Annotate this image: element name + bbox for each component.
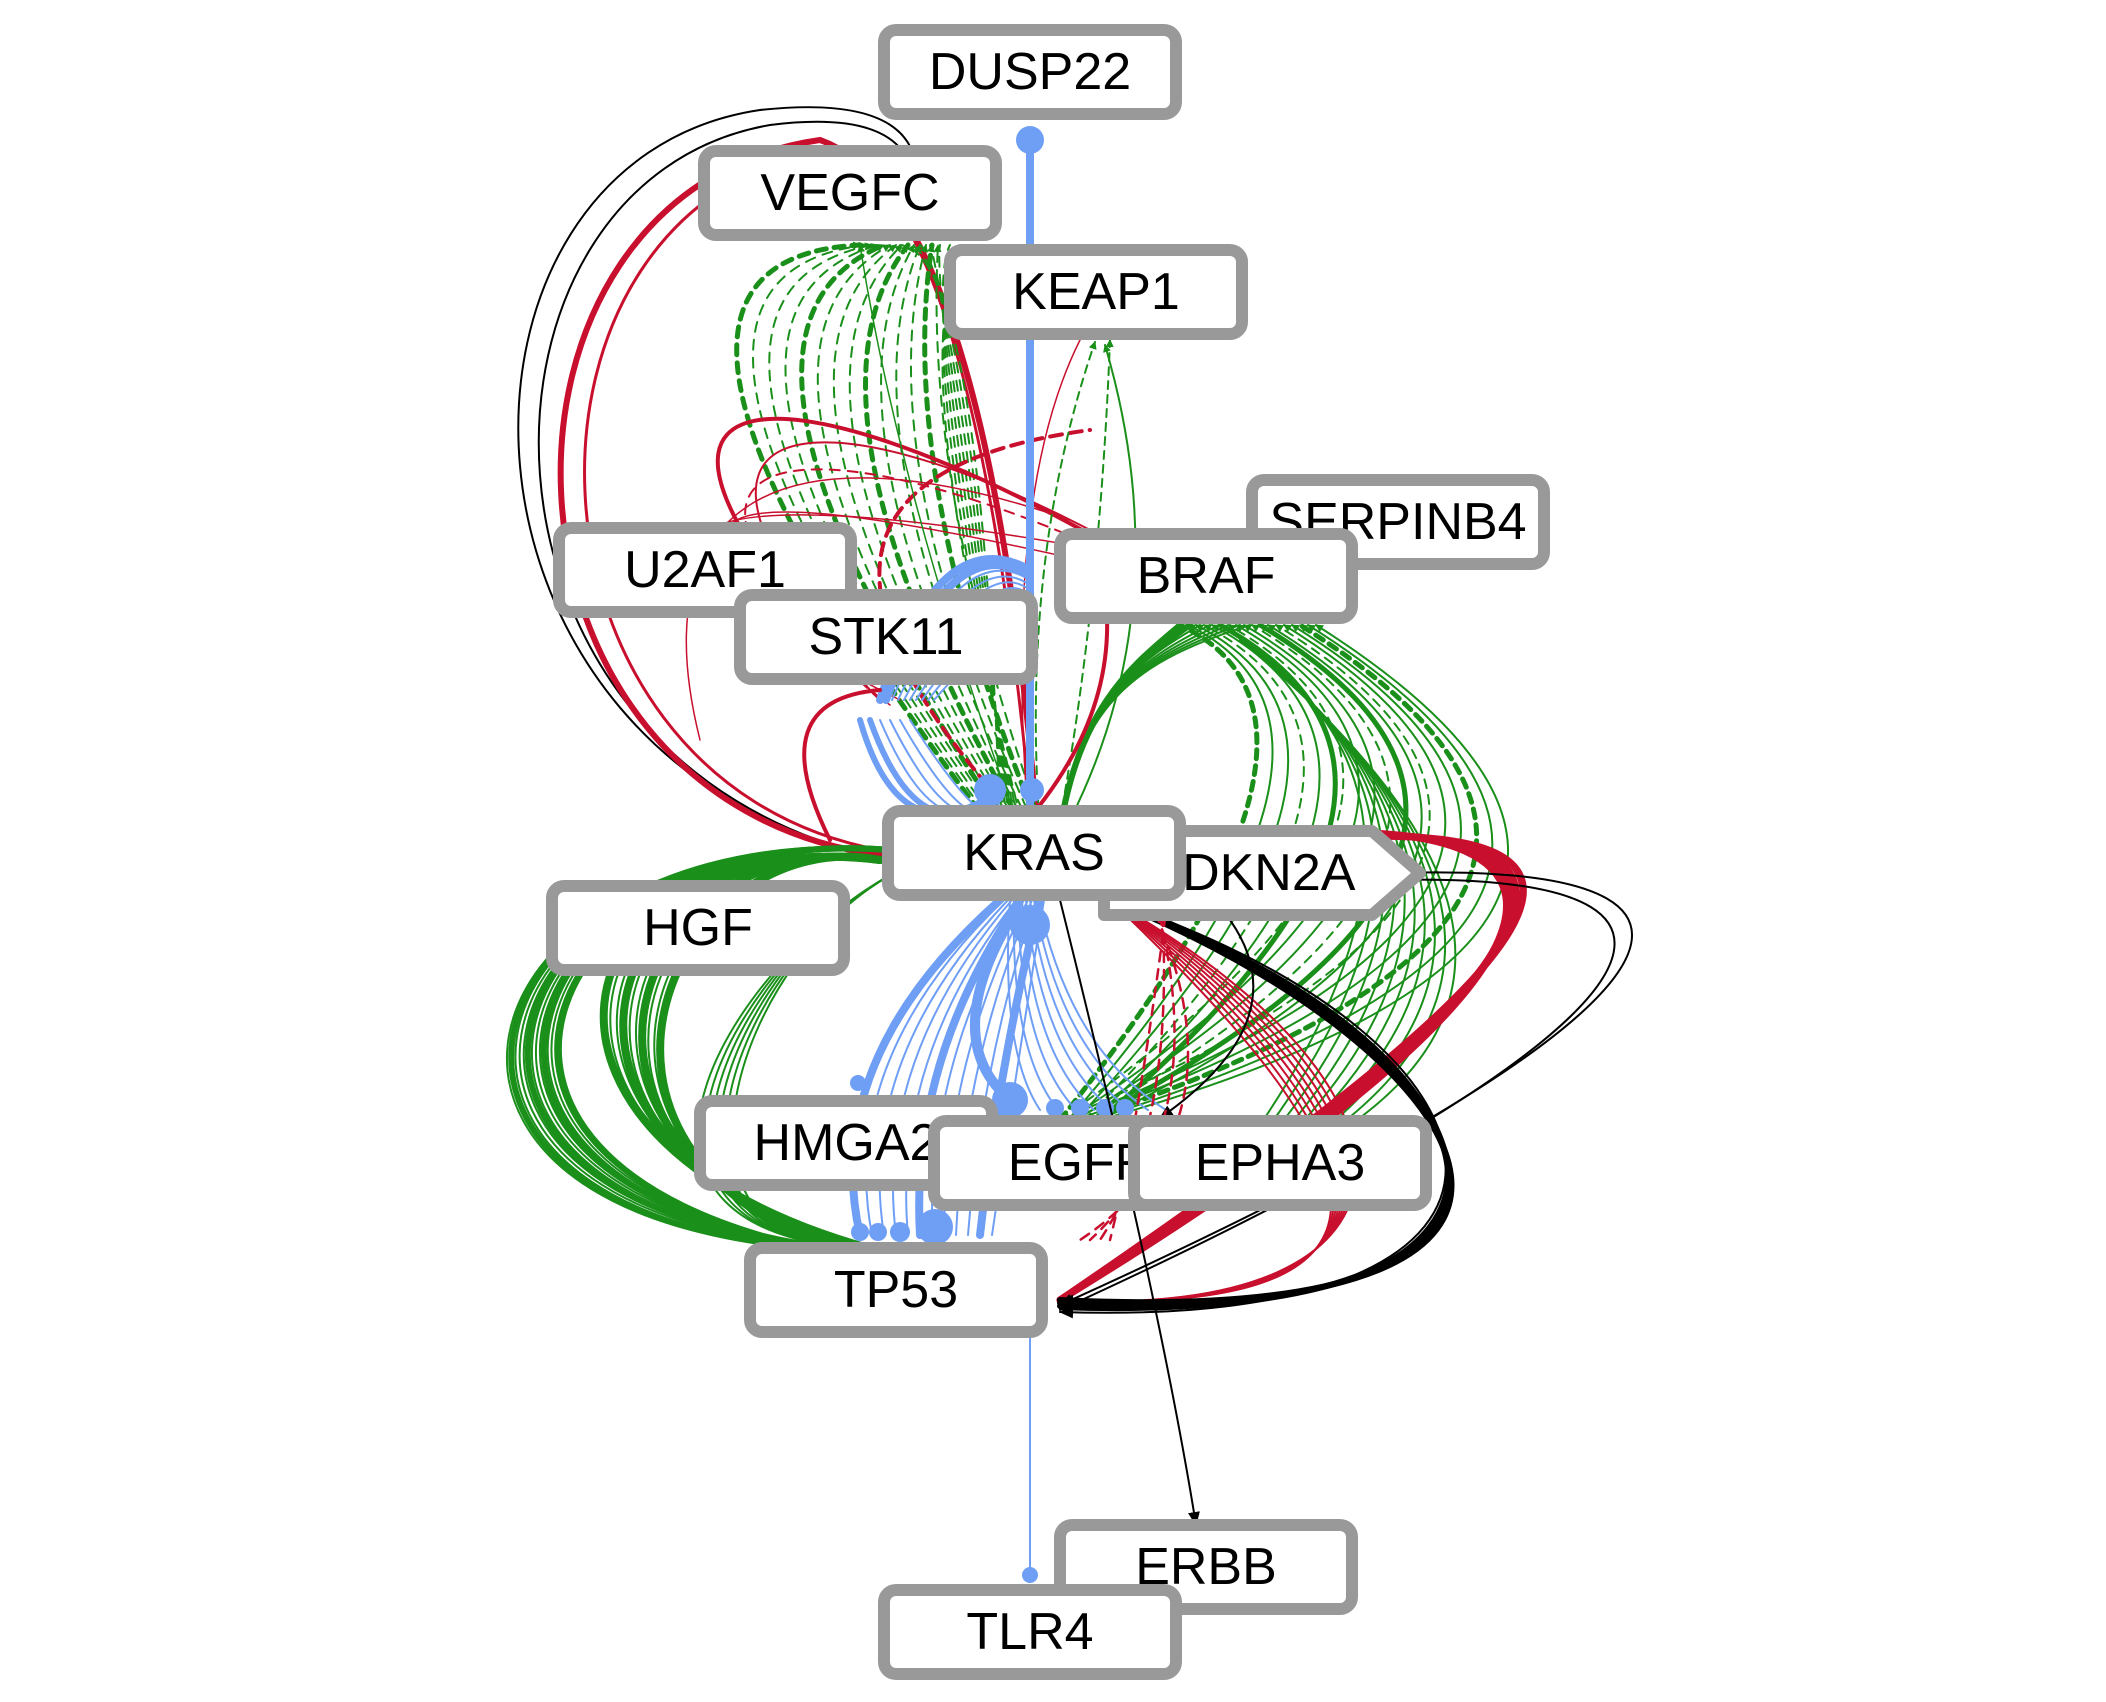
node-braf[interactable]: BRAF [1054, 528, 1358, 624]
node-box [882, 805, 1186, 901]
interaction-edge-31 [685, 477, 1071, 741]
node-label: VEGFC [760, 164, 939, 222]
interaction-edge-12 [863, 242, 1025, 828]
node-box [944, 244, 1248, 340]
interaction-edge-67 [1059, 624, 1431, 1121]
interaction-edge-168 [1159, 919, 1255, 1119]
node-kras[interactable]: KRAS [882, 805, 1186, 901]
edge-endpoint-dot [869, 1223, 887, 1241]
interaction-edge-68 [1067, 624, 1447, 1121]
node-label: EPHA3 [1195, 1134, 1366, 1192]
node-label: DUSP22 [929, 43, 1131, 101]
interaction-edge-11 [848, 244, 1019, 826]
edge-endpoint-dot [1016, 126, 1044, 154]
node-label: STK11 [808, 608, 963, 666]
interaction-edge-57 [1075, 624, 1290, 1121]
interaction-edge-171 [1088, 878, 1176, 1242]
node-box [698, 145, 1002, 241]
node-box [734, 589, 1038, 685]
node-hgf[interactable]: HGF [546, 880, 850, 976]
node-box [878, 24, 1182, 120]
interaction-edge-80 [1059, 624, 1251, 831]
node-hmga2[interactable]: HMGA2 [694, 1095, 998, 1191]
interaction-edge-90 [1239, 639, 1457, 1126]
interaction-edge-140 [1037, 899, 1167, 1111]
node-tlr4[interactable]: TLR4 [878, 1584, 1182, 1680]
edge-endpoint-dot [890, 1222, 910, 1242]
node-epha3[interactable]: EPHA3 [1128, 1115, 1432, 1211]
node-dusp22[interactable]: DUSP22 [878, 24, 1182, 120]
edge-endpoint-dot [992, 1082, 1028, 1118]
node-label: BRAF [1137, 547, 1276, 605]
edge-endpoint-dot [974, 774, 1006, 806]
interaction-edge-175 [802, 688, 882, 842]
interaction-edge-16 [922, 242, 1041, 828]
node-box [1128, 1115, 1432, 1211]
interaction-edge-37 [857, 244, 1021, 831]
node-label: TP53 [834, 1261, 958, 1319]
edge-endpoint-dot [917, 1209, 953, 1245]
node-box [1054, 528, 1358, 624]
edge-endpoint-dot [1022, 1567, 1038, 1583]
interaction-edge-58 [1083, 624, 1305, 1121]
edge-endpoint-dot [1071, 1099, 1089, 1117]
node-label: TLR4 [966, 1603, 1093, 1661]
node-box [546, 880, 850, 976]
nodes-layer: DUSP22VEGFCKEAP1SERPINB4BRAFU2AF1STK11CD… [546, 24, 1550, 1680]
interaction-edge-7 [784, 243, 1003, 826]
interaction-edge-24 [942, 244, 1019, 821]
interaction-edge-141 [970, 915, 1015, 1105]
edge-endpoint-dot [850, 1075, 866, 1091]
node-tp53[interactable]: TP53 [744, 1242, 1048, 1338]
interaction-edge-55 [1057, 622, 1260, 1123]
edge-endpoint-dot [1020, 778, 1044, 802]
interaction-edge-10 [832, 244, 1015, 826]
node-label: HMGA2 [754, 1114, 939, 1172]
edge-endpoint-dot [851, 1223, 869, 1241]
node-label: KRAS [963, 824, 1105, 882]
interaction-edge-17 [933, 244, 1043, 826]
interaction-edge-169 [1059, 899, 1200, 1526]
interaction-edge-36 [1034, 341, 1097, 831]
node-box [878, 1584, 1182, 1680]
interaction-edge-71 [1091, 624, 1494, 1121]
interaction-edge-0 [517, 106, 916, 859]
interaction-edge-9 [816, 244, 1011, 826]
interaction-edge-33 [877, 428, 1092, 802]
node-label: HGF [643, 899, 753, 957]
interaction-edge-104 [506, 847, 899, 1252]
interaction-edge-22 [938, 244, 1013, 821]
edge-endpoint-dot [1046, 1099, 1064, 1117]
node-keap1[interactable]: KEAP1 [944, 244, 1248, 340]
interaction-edge-15 [910, 244, 1035, 826]
edge-endpoint-dot [1010, 905, 1050, 945]
interaction-edge-167 [1059, 899, 1447, 1319]
node-label: KEAP1 [1012, 263, 1180, 321]
interaction-edge-70 [1081, 622, 1480, 1123]
node-stk11[interactable]: STK11 [734, 589, 1038, 685]
interaction-edge-21 [929, 244, 1010, 821]
interaction-edge-133 [1007, 899, 1041, 1111]
interaction-edge-114 [599, 852, 899, 1259]
interaction-edge-8 [799, 242, 1009, 828]
node-box [744, 1242, 1048, 1338]
edge-endpoint-dot [1116, 1099, 1134, 1117]
node-cdkn2a[interactable]: CDKN2A [1098, 825, 1426, 921]
interaction-edge-25 [941, 244, 1022, 821]
interaction-edge-76 [1059, 624, 1211, 831]
node-vegfc[interactable]: VEGFC [698, 145, 1002, 241]
